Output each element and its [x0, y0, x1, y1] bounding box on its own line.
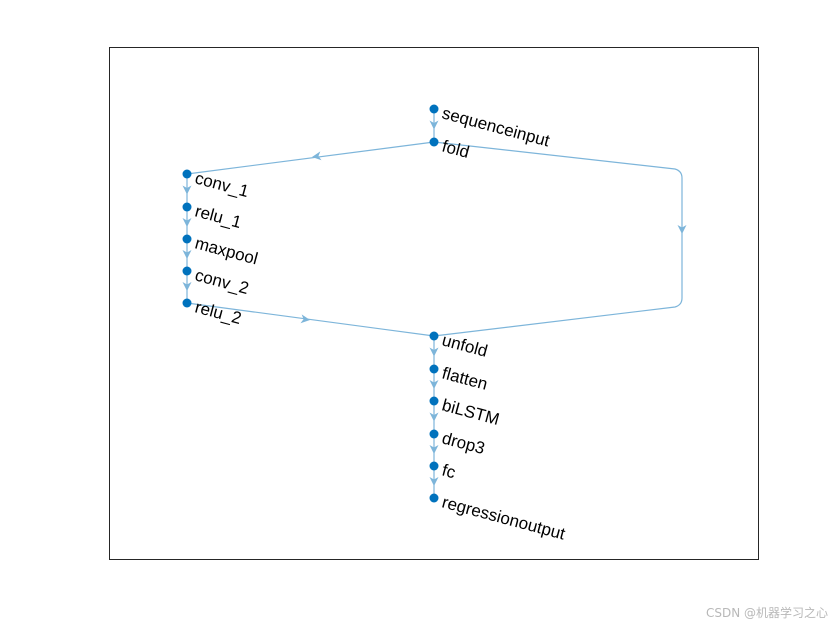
- edge-arrow-relu_2-to-unfold: [300, 314, 310, 324]
- node-drop3: [429, 429, 439, 439]
- node-label-fc: fc: [440, 461, 458, 483]
- node-sequenceinput: [429, 104, 439, 114]
- edge-relu_2-to-unfold: [186, 302, 435, 337]
- edge-arrow-flatten-to-biLSTM: [429, 380, 439, 389]
- edge-fold-to-conv_1: [186, 141, 435, 175]
- edge-arrow-conv_2-to-relu_2: [182, 282, 192, 291]
- node-relu_1: [182, 202, 192, 212]
- node-biLSTM: [429, 396, 439, 406]
- edge-arrow-sequenceinput-to-fold: [429, 120, 439, 130]
- node-maxpool: [182, 234, 192, 244]
- node-relu_2: [182, 298, 192, 308]
- node-unfold: [429, 331, 439, 341]
- edge-arrow-fc-to-regressionoutput: [429, 477, 439, 486]
- node-flatten: [429, 364, 439, 374]
- edge-arrow-biLSTM-to-drop3: [429, 412, 439, 422]
- edge-arrow-fold-to-unfold: [677, 225, 687, 234]
- node-fc: [429, 461, 439, 471]
- nodes-layer: [182, 104, 439, 503]
- edge-arrow-maxpool-to-conv_2: [182, 250, 192, 259]
- edge-arrow-unfold-to-flatten: [429, 347, 439, 357]
- edge-arrow-drop3-to-fc: [429, 445, 439, 454]
- edge-arrow-fold-to-conv_1: [312, 151, 322, 161]
- node-fold: [429, 137, 439, 147]
- edge-arrow-conv_1-to-relu_1: [182, 185, 192, 195]
- edge-arrow-relu_1-to-maxpool: [182, 218, 192, 227]
- node-conv_2: [182, 266, 192, 276]
- node-conv_1: [182, 169, 192, 179]
- watermark: CSDN @机器学习之心: [705, 606, 828, 620]
- node-regressionoutput: [429, 493, 439, 503]
- edges-layer: [182, 109, 687, 498]
- edge-fold-to-unfold: [433, 141, 683, 337]
